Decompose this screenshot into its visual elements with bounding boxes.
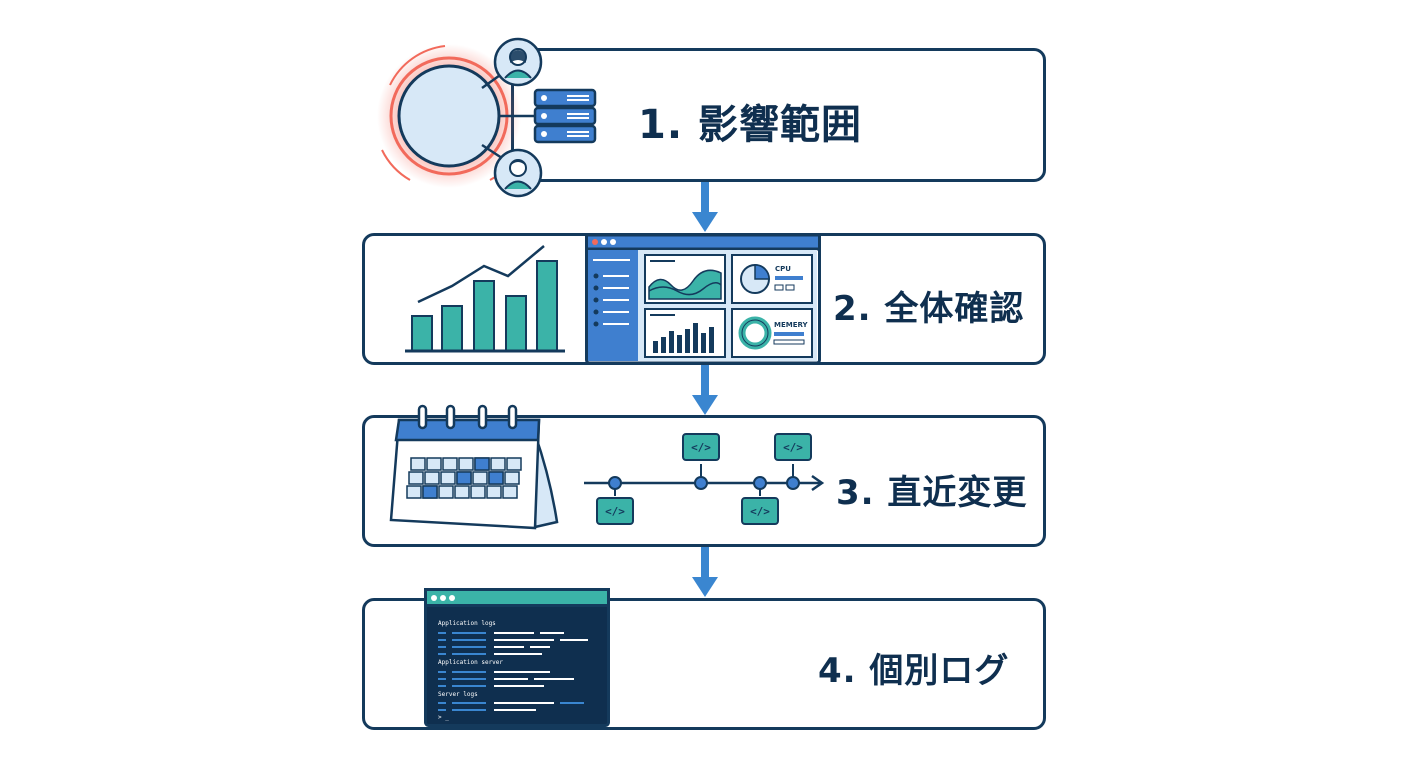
change-timeline-icon: </> </> </> </> [584, 433, 825, 525]
bar-chart-icon [405, 245, 565, 353]
code-tag: </> [750, 505, 770, 518]
step-box-1 [511, 48, 1046, 182]
arrow-down-icon [692, 547, 718, 597]
terminal-prompt: > _ [438, 714, 449, 721]
step-label-2: 2. 全体確認 [833, 289, 1025, 329]
terminal-log-icon: Application logs Application server Serv… [424, 588, 610, 727]
step-label-4: 4. 個別ログ [818, 651, 1010, 691]
calendar-icon [389, 404, 559, 530]
user-avatar-icon [493, 37, 543, 87]
terminal-line-1: Application logs [438, 620, 496, 627]
arrow-down-icon [692, 365, 718, 415]
user-avatar-icon [493, 148, 543, 198]
code-tag: </> [691, 441, 711, 454]
dashboard-icon: CPU MEMERY [585, 233, 821, 365]
impact-scope-icon [377, 44, 536, 188]
terminal-line-3: Server logs [438, 691, 478, 698]
memory-label: MEMERY [774, 321, 809, 329]
step-label-3: 3. 直近変更 [836, 473, 1028, 513]
step-label-1: 1. 影響範囲 [638, 102, 862, 148]
terminal-line-2: Application server [438, 659, 503, 666]
cpu-label: CPU [775, 265, 791, 273]
code-tag: </> [605, 505, 625, 518]
code-tag: </> [783, 441, 803, 454]
server-icon [533, 88, 597, 144]
arrow-down-icon [692, 182, 718, 232]
